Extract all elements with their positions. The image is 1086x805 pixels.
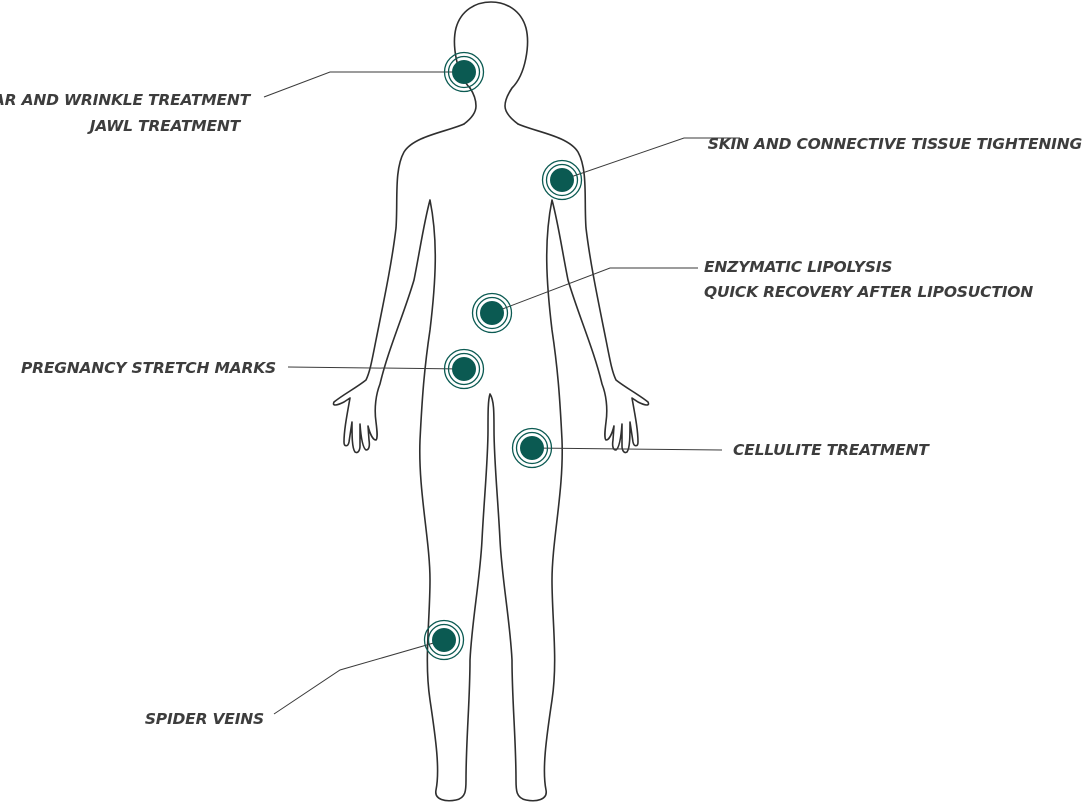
- marker-ring-inner: [515, 431, 549, 465]
- marker-ring-inner: [427, 623, 461, 657]
- marker-ring-inner: [447, 352, 481, 386]
- marker-dot: [432, 628, 456, 652]
- label-abdomen-line-1: ENZYMATIC LIPOLYSIS: [704, 258, 892, 276]
- marker-ring-outer: [541, 159, 583, 201]
- label-thigh: CELLULITE TREATMENT: [733, 441, 930, 459]
- marker-ring-outer: [511, 427, 553, 469]
- marker-ring-inner: [545, 163, 579, 197]
- label-abdomen-line-2: QUICK RECOVERY AFTER LIPOSUCTION: [704, 283, 1033, 301]
- marker-thigh[interactable]: [511, 427, 553, 469]
- marker-hip[interactable]: [443, 348, 485, 390]
- body-outline: [332, 123, 650, 802]
- marker-ring-outer: [443, 348, 485, 390]
- marker-ring-outer: [423, 619, 465, 661]
- label-calf: SPIDER VEINS: [145, 710, 264, 728]
- leader-shoulder: [561, 137, 740, 181]
- leader-calf: [273, 639, 445, 715]
- marker-calf[interactable]: [423, 619, 465, 661]
- label-face-line-1: SCAR AND WRINKLE TREATMENT: [0, 91, 252, 109]
- treatment-markers: [423, 51, 583, 661]
- marker-abdomen[interactable]: [471, 292, 513, 334]
- marker-ring-inner: [447, 55, 481, 89]
- leader-face: [263, 71, 464, 98]
- head-outline: [453, 1, 529, 125]
- marker-dot: [452, 60, 476, 84]
- label-hip: PREGNANCY STRETCH MARKS: [21, 359, 276, 377]
- marker-ring-outer: [443, 51, 485, 93]
- marker-dot: [452, 357, 476, 381]
- marker-shoulder[interactable]: [541, 159, 583, 201]
- marker-ring-outer: [471, 292, 513, 334]
- label-shoulder: SKIN AND CONNECTIVE TISSUE TIGHTENING: [708, 135, 1083, 153]
- female-body-outline-icon: [332, 1, 650, 802]
- marker-dot: [520, 436, 544, 460]
- neck-left: [463, 87, 477, 125]
- leader-thigh: [531, 447, 723, 451]
- marker-ring-inner: [475, 296, 509, 330]
- treatment-labels: SCAR AND WRINKLE TREATMENT JAWL TREATMEN…: [0, 91, 1083, 728]
- leader-abdomen: [491, 267, 698, 314]
- marker-dot: [550, 168, 574, 192]
- marker-dot: [480, 301, 504, 325]
- marker-face[interactable]: [443, 51, 485, 93]
- label-face-line-2: JAWL TREATMENT: [87, 117, 242, 135]
- leader-lines: [263, 71, 740, 715]
- leader-hip: [287, 366, 465, 370]
